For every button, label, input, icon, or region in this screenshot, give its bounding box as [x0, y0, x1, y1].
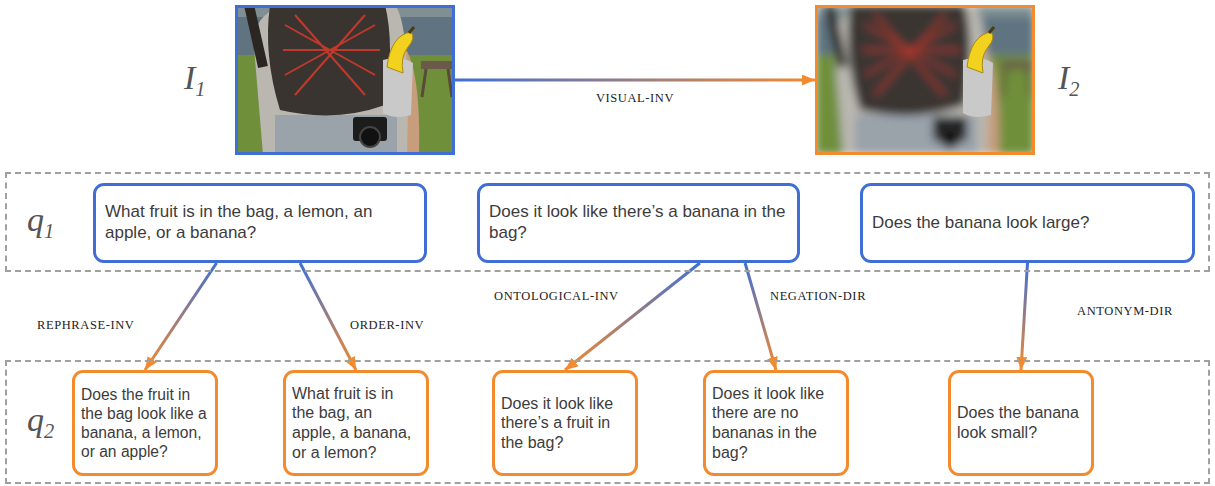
- edge-arrow: [145, 263, 217, 370]
- photo-shape: [235, 5, 455, 155]
- edge-label: REPHRASE-INV: [35, 317, 136, 333]
- question-text: Does the banana look large?: [872, 213, 1089, 234]
- photo-shape: [815, 5, 1035, 155]
- row-band: q1 What fruit is in the bag, a lemon, an …: [5, 172, 1210, 272]
- photo-original: [235, 5, 455, 155]
- question-box: Does it look like there’s a fruit in the…: [492, 370, 638, 476]
- photo-blurred: [815, 5, 1035, 155]
- edge-arrow: [565, 263, 700, 370]
- image-label: I1: [184, 59, 206, 102]
- question-box: Does the fruit in the bag look like a ba…: [72, 370, 218, 476]
- row-label: q2: [27, 401, 54, 444]
- edge-label: ONTOLOGICAL-INV: [492, 288, 621, 304]
- question-box: What fruit is in the bag, an apple, a ba…: [283, 370, 429, 476]
- question-text: What fruit is in the bag, an apple, a ba…: [292, 384, 420, 462]
- photo-shape: [963, 27, 994, 117]
- row-label: q1: [27, 201, 54, 244]
- image-frame: I1: [235, 5, 455, 155]
- edge-arrow: [455, 79, 815, 82]
- question-box: Does it look like there’s a banana in th…: [477, 183, 800, 263]
- question-text: Does the fruit in the bag look like a ba…: [81, 385, 209, 461]
- row-band: q2 Does the fruit in the bag look like a …: [5, 360, 1210, 484]
- question-text: Does the banana look small?: [957, 403, 1085, 442]
- question-box: Does it look like there are no bananas i…: [703, 370, 849, 476]
- edge-label: NEGATION-DIR: [768, 288, 868, 304]
- edge-label: ANTONYM-DIR: [1075, 303, 1175, 319]
- edge-label: VISUAL-INV: [594, 90, 676, 106]
- question-text: Does it look like there’s a banana in th…: [489, 202, 788, 243]
- edge-arrow: [1021, 263, 1028, 370]
- question-box: Does the banana look small?: [948, 370, 1094, 476]
- image-frame: I2: [815, 5, 1035, 155]
- edge-label: ORDER-INV: [348, 317, 426, 333]
- photo-shape: [383, 27, 414, 117]
- question-text: Does it look like there are no bananas i…: [712, 384, 840, 462]
- question-text: Does it look like there’s a fruit in the…: [501, 394, 629, 453]
- question-box: Does the banana look large?: [860, 183, 1195, 263]
- image-label: I2: [1058, 59, 1080, 102]
- edge-arrow: [745, 263, 776, 370]
- question-box: What fruit is in the bag, a lemon, an ap…: [93, 183, 427, 263]
- question-text: What fruit is in the bag, a lemon, an ap…: [105, 202, 415, 243]
